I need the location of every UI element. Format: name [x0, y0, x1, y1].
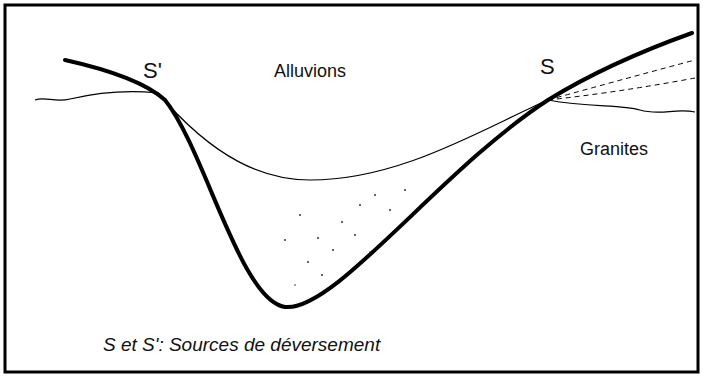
- frame: [5, 5, 698, 372]
- alluvium-stipple: [284, 189, 416, 286]
- granite-contact: [65, 33, 692, 307]
- caption: S et S': Sources de déversement: [103, 335, 380, 354]
- fracture-line: [548, 78, 695, 100]
- layer-label: Granites: [580, 140, 648, 158]
- spring-label: S': [143, 60, 162, 82]
- fracture-line: [548, 60, 695, 100]
- layer-label: Alluvions: [274, 62, 346, 80]
- spring-label: S: [540, 56, 555, 78]
- water-table: [35, 92, 695, 180]
